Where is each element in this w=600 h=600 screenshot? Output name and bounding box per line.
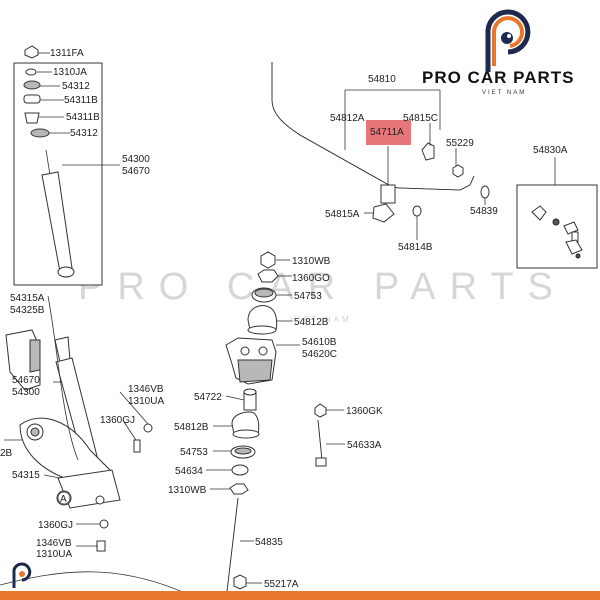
label-54670-bottom: 54670 bbox=[12, 375, 40, 386]
stabilizer-link-icon bbox=[531, 205, 583, 259]
watermark-text: PRO CAR PARTS bbox=[78, 266, 567, 308]
label-1311fa: 1311FA bbox=[50, 48, 84, 59]
label-54815c: 54815C bbox=[403, 113, 438, 124]
label-54315a: 54315A bbox=[10, 293, 45, 304]
watermark-subtext: VIET NAM bbox=[290, 315, 352, 324]
brand-logo: PRO CAR PARTS VIET NAM bbox=[422, 9, 574, 96]
label-54753-top: 54753 bbox=[294, 291, 322, 302]
label-55229: 55229 bbox=[446, 138, 474, 149]
brand-name: PRO CAR PARTS bbox=[422, 68, 574, 87]
label-54620c: 54620C bbox=[302, 349, 337, 360]
label-1360gj-a: 1360GJ bbox=[100, 415, 135, 426]
label-1360gj-b: 1360GJ bbox=[38, 520, 73, 531]
label-54810: 54810 bbox=[368, 74, 396, 85]
label-54610b: 54610B bbox=[302, 337, 337, 348]
label-54311b-a: 54311B bbox=[64, 95, 98, 106]
bottom-accent-bar bbox=[0, 591, 600, 600]
label-54814b: 54814B bbox=[398, 242, 433, 253]
label-54300-top: 54300 bbox=[122, 154, 150, 165]
brand-logo-mark-icon bbox=[485, 9, 531, 72]
label-1310ua-a: 1310UA bbox=[128, 396, 164, 407]
label-54812a: 54812A bbox=[330, 113, 365, 124]
label-1360gk: 1360GK bbox=[346, 406, 383, 417]
label-54722: 54722 bbox=[194, 392, 222, 403]
label-1346vb-b: 1346VB bbox=[36, 538, 72, 549]
label-54812b-top: 54812B bbox=[294, 317, 329, 328]
link-detail-box bbox=[516, 184, 598, 269]
label-54711a-highlight: 54711A bbox=[370, 127, 404, 138]
label-1310wb-top: 1310WB bbox=[292, 256, 331, 267]
label-54325b: 54325B bbox=[10, 305, 45, 316]
label-1310wb-bottom: 1310WB bbox=[168, 485, 207, 496]
label-2b: 2B bbox=[0, 448, 13, 459]
brand-sub: VIET NAM bbox=[482, 90, 526, 96]
label-54812b-bottom: 54812B bbox=[174, 422, 209, 433]
bump-stop-assembly-icon bbox=[225, 251, 327, 600]
label-54830a: 54830A bbox=[533, 145, 568, 156]
label-54633a: 54633A bbox=[347, 440, 382, 451]
small-brand-logo-icon bbox=[12, 562, 32, 588]
label-54312-bottom: 54312 bbox=[70, 128, 98, 139]
label-1310ja: 1310JA bbox=[53, 67, 87, 78]
lower-control-arm-icon bbox=[5, 295, 153, 552]
label-1360go: 1360GO bbox=[292, 273, 330, 284]
label-54300-bottom: 54300 bbox=[12, 387, 40, 398]
label-54839: 54839 bbox=[470, 206, 498, 217]
label-1346vb-a: 1346VB bbox=[128, 384, 164, 395]
label-54670-top: 54670 bbox=[122, 166, 150, 177]
callout-a-label: A bbox=[60, 494, 67, 505]
label-54311b-b: 54311B bbox=[66, 112, 100, 123]
label-1310ua-b: 1310UA bbox=[36, 549, 72, 560]
label-55217a: 55217A bbox=[264, 579, 299, 590]
highlight-box bbox=[366, 120, 411, 145]
label-54753-bottom: 54753 bbox=[180, 447, 208, 458]
label-54634: 54634 bbox=[175, 466, 203, 477]
callout-a-circle bbox=[57, 491, 71, 505]
shock-absorber-top-icon bbox=[23, 45, 75, 278]
label-54815a: 54815A bbox=[325, 209, 360, 220]
label-54835: 54835 bbox=[255, 537, 283, 548]
label-54315: 54315 bbox=[12, 470, 40, 481]
label-54312-top: 54312 bbox=[62, 81, 90, 92]
